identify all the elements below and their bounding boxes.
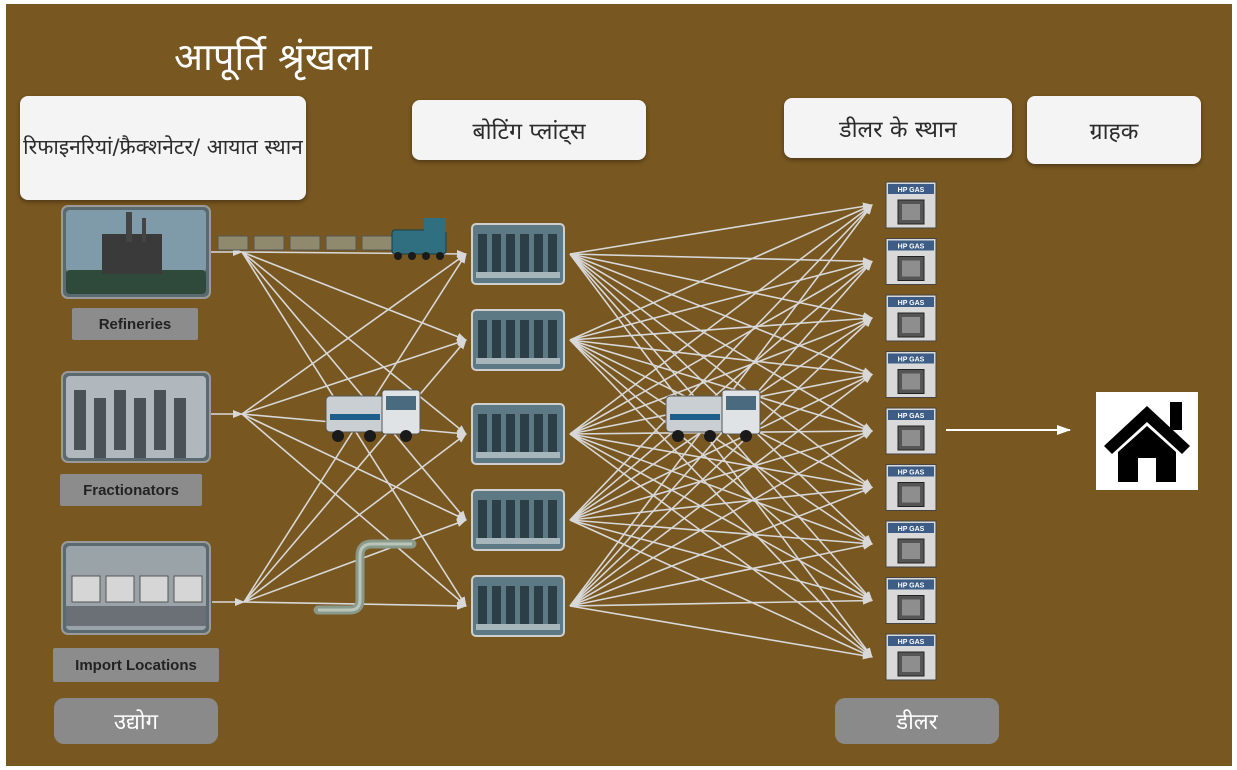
- dealer-3: HP GAS: [885, 294, 937, 342]
- flow-arrow: [569, 204, 873, 435]
- dealer-sign: HP GAS: [898, 583, 925, 590]
- dealer-1: HP GAS: [885, 181, 937, 229]
- customer-home: [1096, 392, 1198, 490]
- flow-arrow: [569, 430, 873, 607]
- import-terminal-image: [61, 541, 211, 635]
- flow-arrow: [241, 251, 467, 435]
- flow-arrow: [243, 519, 467, 603]
- dealer-sign: HP GAS: [898, 187, 925, 194]
- flow-arrow: [241, 253, 467, 415]
- flow-arrow: [569, 541, 873, 607]
- flow-arrow: [569, 259, 873, 341]
- home-icon: [1104, 402, 1190, 482]
- dealer-7: HP GAS: [885, 520, 937, 568]
- flow-arrow: [569, 519, 873, 658]
- flow-arrow: [569, 204, 873, 521]
- flow-arrow: [569, 596, 873, 607]
- pipeline-icon: [313, 539, 417, 615]
- dealer-sign: HP GAS: [898, 300, 925, 307]
- source-label-fractionators: Fractionators: [60, 474, 202, 506]
- dealer-2: HP GAS: [885, 238, 937, 285]
- flow-arrow: [569, 519, 873, 548]
- flow-arrow: [569, 253, 873, 432]
- footer-dealer: डीलर: [835, 698, 999, 744]
- flow-arrow: [569, 260, 873, 435]
- flow-arrow: [569, 433, 873, 490]
- bottling-plant-4: [471, 489, 565, 551]
- flow-arrow: [569, 253, 873, 658]
- flow-network: HP GAS HP GAS HP GAS HP GAS HP GAS HP GAS HP G…: [61, 181, 1071, 681]
- supply-chain-diagram: आपूर्ति श्रृंखला रिफाइनरियां/फ्रैक्शनेटर…: [6, 4, 1232, 766]
- dealer-6: HP GAS: [885, 464, 937, 511]
- flow-arrow: [241, 413, 467, 521]
- flow-arrow: [569, 484, 873, 521]
- dealer-sign: HP GAS: [898, 244, 925, 251]
- dealer-8: HP GAS: [885, 577, 937, 624]
- flow-arrow: [241, 413, 467, 607]
- flow-arrow: [569, 373, 873, 521]
- flow-arrow: [569, 314, 873, 341]
- flow-arrow: [569, 202, 873, 255]
- flow-arrow: [569, 253, 873, 266]
- flow-arrow: [569, 339, 873, 658]
- flow-arrow: [569, 253, 873, 376]
- flow-arrow: [569, 204, 873, 341]
- flow-arrow: [569, 486, 873, 607]
- flow-arrow: [241, 251, 467, 521]
- header-dealer-locations: डीलर के स्थान: [784, 98, 1012, 158]
- bottling-plant-5: [471, 575, 565, 637]
- header-bottling-plants: बोटिंग प्लांट्स: [412, 100, 646, 160]
- source-label-import-locations: Import Locations: [53, 648, 219, 682]
- truck-icon: [325, 389, 421, 442]
- dealer-4: HP GAS: [885, 351, 937, 398]
- dealer-9: HP GAS: [885, 633, 937, 681]
- flow-arrow: [569, 519, 873, 603]
- flow-arrow: [569, 317, 873, 435]
- dealer-5: HP GAS: [885, 407, 937, 455]
- flow-arrow: [569, 339, 873, 433]
- page-title: आपूर्ति श्रृंखला: [174, 35, 372, 79]
- flow-arrow: [243, 339, 467, 603]
- bottling-plant-3: [471, 403, 565, 465]
- dealer-sign: HP GAS: [898, 413, 925, 420]
- source-label-refineries: Refineries: [72, 308, 198, 340]
- flow-arrow: [569, 373, 873, 607]
- dealer-sign: HP GAS: [898, 526, 925, 533]
- flow-arrow: [569, 339, 873, 602]
- flow-arrow: [569, 253, 873, 489]
- flow-arrow: [569, 433, 873, 602]
- train-icon: [217, 218, 447, 260]
- flow-arrow: [569, 429, 873, 521]
- flow-arrow: [569, 427, 873, 436]
- flow-arrow: [241, 339, 467, 415]
- flow-arrow: [243, 433, 467, 603]
- dealer-sign: HP GAS: [898, 357, 925, 364]
- flow-arrow: [569, 253, 873, 321]
- flow-arrow: [569, 433, 873, 658]
- flow-arrow: [569, 317, 873, 607]
- header-customer: ग्राहक: [1027, 96, 1201, 164]
- header-sources: रिफाइनरियां/फ्रैक्शनेटर/ आयात स्थान: [20, 96, 306, 200]
- dealer-sign: HP GAS: [898, 639, 925, 646]
- flow-arrow: [241, 251, 467, 341]
- flow-arrow: [569, 260, 873, 521]
- flow-arrow: [569, 339, 873, 545]
- flow-arrow: [569, 339, 873, 378]
- flow-arrow: [569, 260, 873, 607]
- refinery-image: [61, 205, 211, 299]
- dealer-sign: HP GAS: [898, 470, 925, 477]
- flow-arrow: [569, 605, 873, 660]
- flow-arrow: [569, 433, 873, 545]
- footer-industry: उद्योग: [54, 698, 218, 744]
- truck-icon: [665, 389, 761, 442]
- bottling-plant-2: [471, 309, 565, 371]
- bottling-plant-1: [471, 223, 565, 285]
- fractionator-image: [61, 371, 211, 463]
